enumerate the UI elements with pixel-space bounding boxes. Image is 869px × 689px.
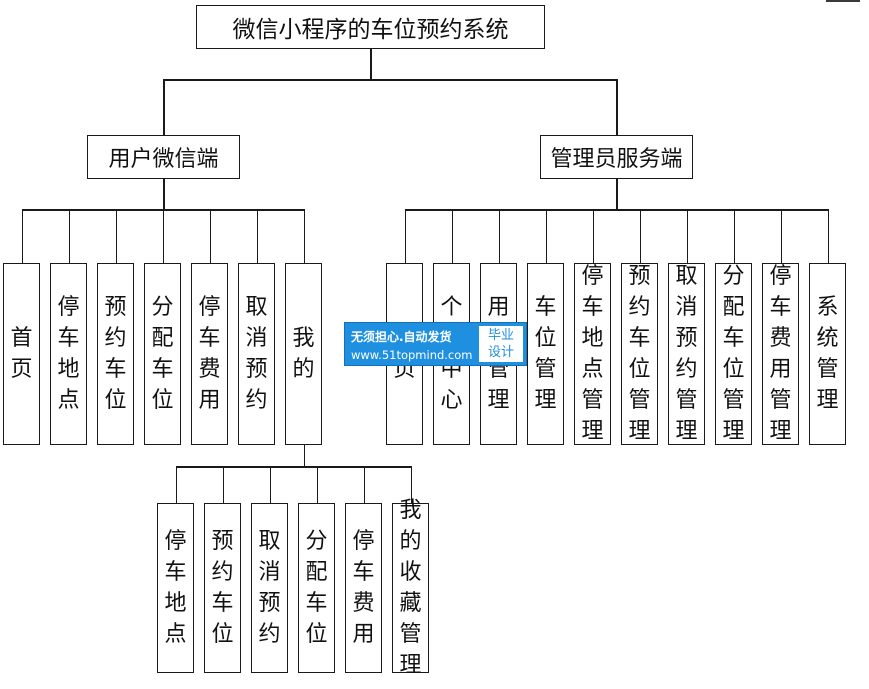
- user-module-label-3: 分配车位: [151, 295, 174, 413]
- user-module-label-1: 停车地点: [57, 295, 80, 413]
- user-module-node-3: 分配车位: [144, 263, 181, 445]
- connector-line-16: [222, 466, 224, 503]
- my-submodule-node-1: 预约车位: [204, 503, 241, 673]
- admin-module-node-5: 预约车位管理: [621, 263, 658, 445]
- connector-line-17: [269, 466, 271, 503]
- my-submodule-node-5: 我的收藏管理: [392, 498, 429, 678]
- admin-module-node-6: 取消预约管理: [668, 263, 705, 445]
- connector-line-22: [404, 209, 829, 211]
- user-module-node-1: 停车地点: [50, 263, 87, 445]
- user-client-label: 用户微信端: [108, 147, 219, 172]
- watermark-badge: 毕业设计: [479, 326, 523, 362]
- connector-line-13: [303, 445, 305, 466]
- connector-line-15: [175, 466, 177, 503]
- admin-module-label-3: 车位管理: [534, 295, 557, 413]
- connector-line-24: [451, 209, 453, 263]
- user-module-node-0: 首页: [3, 263, 40, 445]
- admin-module-label-4: 停车地点管理: [581, 264, 604, 444]
- connector-line-8: [115, 209, 117, 263]
- connector-line-4: [163, 179, 165, 209]
- admin-module-label-9: 系统管理: [816, 295, 839, 413]
- user-module-node-5: 取消预约: [238, 263, 275, 445]
- user-module-label-0: 首页: [10, 326, 33, 382]
- admin-module-node-7: 分配车位管理: [715, 263, 752, 445]
- watermark-url: www.51topmind.com: [351, 348, 473, 362]
- user-module-label-4: 停车费用: [198, 295, 221, 413]
- root-label: 微信小程序的车位预约系统: [232, 17, 509, 43]
- user-module-label-5: 取消预约: [245, 295, 268, 413]
- user-module-node-4: 停车费用: [191, 263, 228, 445]
- admin-module-label-6: 取消预约管理: [675, 264, 698, 444]
- my-submodule-label-0: 停车地点: [164, 529, 187, 647]
- connector-line-0: [370, 49, 372, 79]
- user-client-node: 用户微信端: [87, 135, 240, 179]
- connector-line-26: [545, 209, 547, 263]
- admin-module-node-9: 系统管理: [809, 263, 846, 445]
- my-submodule-label-3: 分配车位: [305, 529, 328, 647]
- connector-line-18: [316, 466, 318, 503]
- admin-module-label-5: 预约车位管理: [628, 264, 651, 444]
- connector-line-28: [639, 209, 641, 263]
- my-submodule-label-4: 停车费用: [352, 529, 375, 647]
- top-edge-bar: [826, 0, 860, 2]
- connector-line-19: [363, 466, 365, 503]
- admin-client-node: 管理员服务端: [540, 135, 693, 179]
- connector-line-7: [68, 209, 70, 263]
- my-submodule-node-2: 取消预约: [251, 503, 288, 673]
- my-submodule-label-2: 取消预约: [258, 529, 281, 647]
- connector-line-3: [616, 79, 618, 135]
- connector-line-27: [592, 209, 594, 263]
- user-module-label-6: 我的: [292, 326, 315, 382]
- user-module-node-2: 预约车位: [97, 263, 134, 445]
- admin-module-label-8: 停车费用管理: [769, 264, 792, 444]
- connector-line-14: [175, 466, 412, 468]
- connector-line-20: [410, 466, 412, 503]
- connector-line-1: [163, 79, 618, 81]
- admin-module-node-8: 停车费用管理: [762, 263, 799, 445]
- my-submodule-node-4: 停车费用: [345, 503, 382, 673]
- connector-line-31: [780, 209, 782, 263]
- connector-line-2: [163, 79, 165, 135]
- my-submodule-label-1: 预约车位: [211, 529, 234, 647]
- connector-line-6: [21, 209, 23, 263]
- connector-line-29: [686, 209, 688, 263]
- connector-line-25: [498, 209, 500, 263]
- watermark-badge-label: 毕业设计: [487, 328, 514, 360]
- admin-module-node-4: 停车地点管理: [574, 263, 611, 445]
- admin-module-label-7: 分配车位管理: [722, 264, 745, 444]
- my-submodule-node-3: 分配车位: [298, 503, 335, 673]
- watermark-banner: 无须担心.自动发货 www.51topmind.com 毕业设计: [344, 322, 527, 366]
- admin-module-node-3: 车位管理: [527, 263, 564, 445]
- connector-line-23: [404, 209, 406, 263]
- my-submodule-label-5: 我的收藏管理: [399, 498, 422, 678]
- connector-line-21: [616, 179, 618, 209]
- connector-line-9: [162, 209, 164, 263]
- connector-line-30: [733, 209, 735, 263]
- watermark-line1: 无须担心.自动发货: [351, 330, 452, 344]
- connector-line-12: [303, 209, 305, 263]
- user-module-label-2: 预约车位: [104, 295, 127, 413]
- connector-line-10: [209, 209, 211, 263]
- connector-line-32: [827, 209, 829, 263]
- user-module-node-6: 我的: [285, 263, 322, 445]
- root-node: 微信小程序的车位预约系统: [196, 5, 545, 49]
- connector-line-11: [256, 209, 258, 263]
- admin-client-label: 管理员服务端: [550, 147, 683, 172]
- my-submodule-node-0: 停车地点: [157, 503, 194, 673]
